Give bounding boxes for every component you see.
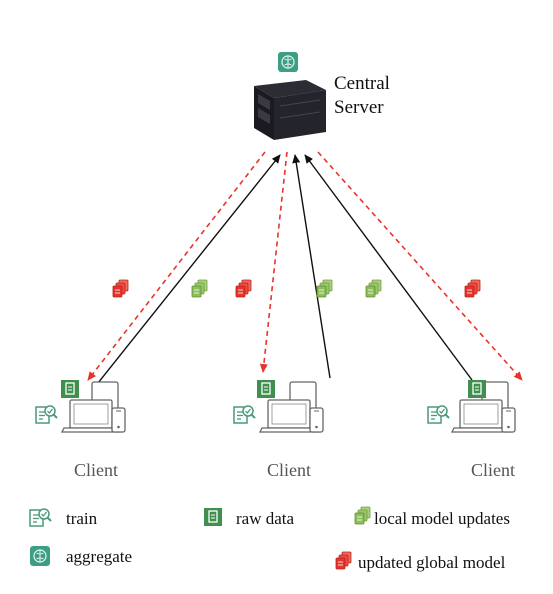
client-2-label: Client <box>267 460 311 480</box>
download-arrow-client-3 <box>317 151 523 381</box>
arrows <box>87 151 523 384</box>
server-label: Central Server <box>334 72 390 120</box>
legend-local-updates-label: local model updates <box>374 509 510 528</box>
raw-data-icon <box>60 379 80 399</box>
train-icon <box>35 405 58 424</box>
local-update-doc-icon <box>191 279 208 298</box>
legend-global-model-label: updated global model <box>358 553 506 572</box>
raw-data-icon <box>203 507 223 527</box>
raw-data-icon <box>467 379 487 399</box>
local-update-doc-icon <box>365 279 382 298</box>
global-model-doc-icon <box>335 551 352 570</box>
legend-train-label: train <box>66 509 98 528</box>
server-label-line2: Server <box>334 97 384 118</box>
client-2 <box>233 379 324 433</box>
aggregate-icon <box>29 545 51 567</box>
download-arrow-client-1 <box>87 151 266 381</box>
local-update-doc-icon <box>316 279 333 298</box>
client-3-label: Client <box>471 460 515 480</box>
train-icon <box>427 405 450 424</box>
train-icon <box>29 508 52 527</box>
raw-data-icon <box>256 379 276 399</box>
global-model-doc-icon <box>235 279 252 298</box>
global-model-doc-icon <box>112 279 129 298</box>
upload-arrow-client-3 <box>304 154 473 381</box>
download-arrow-client-2 <box>259 151 288 373</box>
aggregate-icon <box>277 51 299 73</box>
legend-aggregate-label: aggregate <box>66 547 133 566</box>
upload-arrow-client-2 <box>292 154 331 379</box>
legend-raw-data-label: raw data <box>236 509 295 528</box>
global-model-doc-icon <box>464 279 481 298</box>
client-1-label: Client <box>74 460 118 480</box>
upload-arrow-client-1 <box>97 154 281 384</box>
local-update-doc-icon <box>354 506 371 525</box>
central-server <box>254 51 326 140</box>
train-icon <box>233 405 256 424</box>
server-rack-icon <box>254 80 326 140</box>
server-label-line1: Central <box>334 73 390 94</box>
client-3 <box>427 379 516 433</box>
client-1 <box>35 379 126 433</box>
